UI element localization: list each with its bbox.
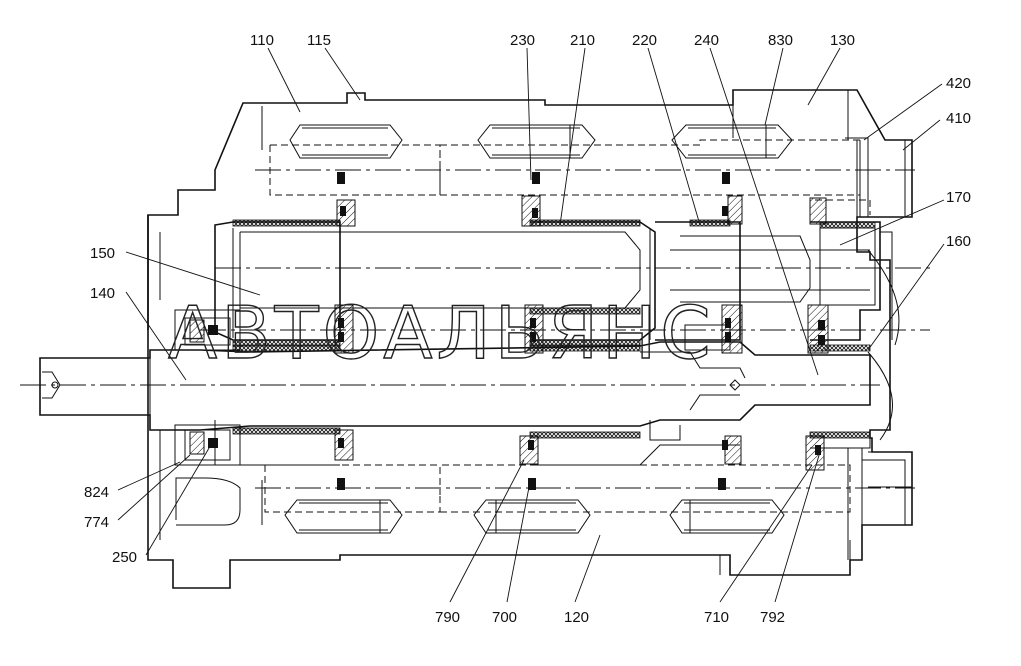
- lower-bearings: [214, 351, 893, 471]
- callout-130: 130: [830, 32, 855, 49]
- callout-210: 210: [570, 32, 595, 49]
- callout-labels: 110 115 230 210 220 240 830 130 420 410 …: [84, 32, 971, 626]
- housing-outline: [147, 89, 913, 589]
- callout-250: 250: [112, 549, 137, 566]
- callout-824: 824: [84, 484, 109, 501]
- callout-230: 230: [510, 32, 535, 49]
- callout-830: 830: [768, 32, 793, 49]
- callout-150: 150: [90, 245, 115, 262]
- callout-110: 110: [250, 32, 274, 49]
- callout-700: 700: [492, 609, 517, 626]
- callout-710: 710: [704, 609, 729, 626]
- callout-140: 140: [90, 285, 115, 302]
- lower-gear-train: [255, 464, 915, 534]
- callout-220: 220: [632, 32, 657, 49]
- middle-seal-row: [200, 304, 930, 354]
- leader-lines: [117, 47, 945, 603]
- callout-160: 160: [946, 233, 971, 250]
- callout-170: 170: [946, 189, 971, 206]
- callout-774: 774: [84, 514, 109, 531]
- callout-792: 792: [760, 609, 785, 626]
- callout-120: 120: [564, 609, 589, 626]
- callout-410: 410: [946, 110, 971, 127]
- upper-gear-train: [255, 124, 915, 227]
- callout-115: 115: [307, 32, 331, 49]
- callout-240: 240: [694, 32, 719, 49]
- callout-420: 420: [946, 75, 971, 92]
- watermark-text: АВТОАЛЬЯНС: [168, 291, 715, 375]
- callout-790: 790: [435, 609, 460, 626]
- drive-shaft: [20, 309, 880, 466]
